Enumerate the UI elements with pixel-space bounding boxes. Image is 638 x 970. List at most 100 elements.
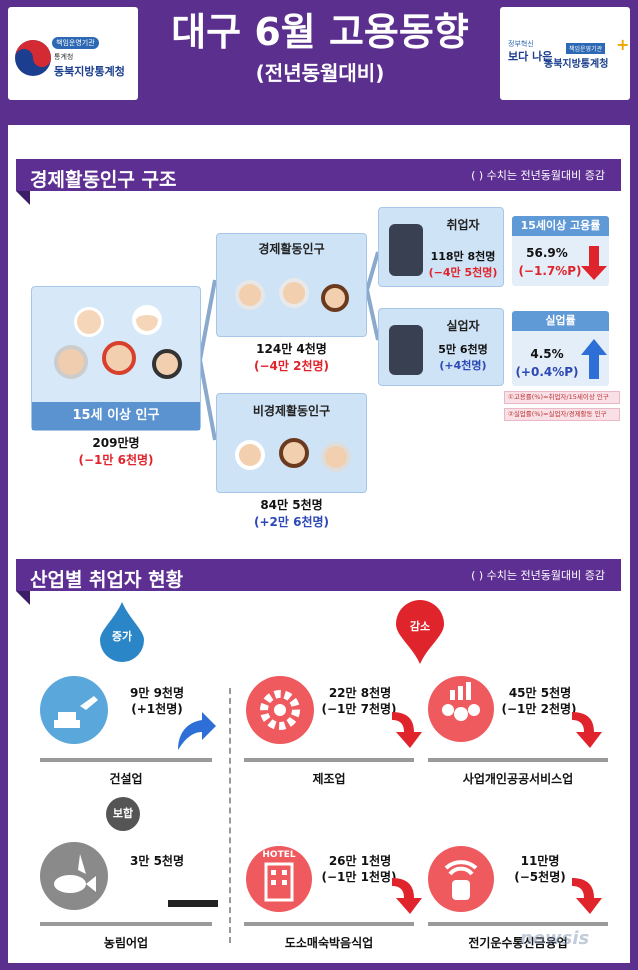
utilities-baseline <box>428 922 608 926</box>
wholesale-baseline <box>244 922 414 926</box>
emp-rate-card: 15세이상 고용률 56.9% (−1.7%P) <box>512 216 609 286</box>
section1-title: 경제활동인구 구조 <box>30 169 177 191</box>
logo-left: 책임운영기관 통계청 동북지방통계청 <box>8 7 138 100</box>
manufacturing-value: 22만 8천명 <box>328 686 392 700</box>
unemployed-change: (+4천명) <box>439 359 487 372</box>
construction-value: 9만 9천명 <box>130 686 184 700</box>
utilities-down-arrow-icon <box>572 878 602 914</box>
unemp-rate-label: 실업률 <box>512 311 609 331</box>
section1-note: ( ) 수치는 전년동월대비 증감 <box>471 169 605 182</box>
unemp-rate-formula: ②실업률(%)=실업자/경제활동 인구 <box>504 408 620 421</box>
hotel-icon: HOTEL <box>246 846 312 912</box>
services-value: 45만 5천명 <box>508 686 572 700</box>
logo-right-tag: 책임운영기관 <box>566 43 606 54</box>
employed-people-icon <box>389 224 423 276</box>
worker-avatar <box>235 280 265 310</box>
people-chart-icon <box>428 676 494 742</box>
elder-avatar <box>54 345 88 379</box>
services-baseline <box>428 758 608 762</box>
inactive-change: (+2만 6천명) <box>253 515 330 529</box>
inactive-label: 비경제활동인구 <box>252 404 331 418</box>
page-title: 대구 6월 고용동향 <box>171 10 469 54</box>
section1-fold <box>16 191 30 205</box>
agriculture-name: 농림어업 <box>103 936 149 950</box>
page-subtitle: (전년동월대비) <box>255 61 385 85</box>
employed-box: 취업자 118만 8천명 (−4만 5천명) <box>378 207 504 287</box>
logo-left-small: 통계청 <box>54 53 74 61</box>
vertical-divider <box>229 688 231 943</box>
construction-up-arrow-icon <box>178 712 216 750</box>
retiree-avatar <box>321 442 351 472</box>
logo-left-name: 동북지방통계청 <box>54 65 125 78</box>
fish-vegetable-icon <box>40 842 108 910</box>
unemp-rate-value: 4.5% <box>530 347 564 361</box>
painter-avatar <box>102 341 136 375</box>
construction-baseline <box>40 758 212 762</box>
active-label: 경제활동인구 <box>258 242 325 256</box>
plus-icon: + <box>616 35 630 54</box>
emp-rate-change: (−1.7%P) <box>518 264 582 278</box>
emp-rate-formula: ①고용률(%)=취업자/15세이상 인구 <box>504 391 620 404</box>
pop15-box: 15세 이상 인구 <box>31 286 201 431</box>
section2-note: ( ) 수치는 전년동월대비 증감 <box>471 569 605 582</box>
utilities-change: (−5천명) <box>514 870 566 884</box>
services-name: 사업개인공공서비스업 <box>462 772 574 786</box>
agriculture-baseline <box>40 922 212 926</box>
wholesale-down-arrow-icon <box>392 878 422 914</box>
up-arrow-icon <box>581 339 607 379</box>
unemployed-value: 5만 6천명 <box>438 343 488 356</box>
unemp-rate-card: 실업률 4.5% (+0.4%P) <box>512 311 609 386</box>
tag-decrease: 감소 <box>409 620 431 633</box>
manufacturing-down-arrow-icon <box>392 712 422 748</box>
construction-name: 건설업 <box>109 772 143 786</box>
logo-right: 정부혁신 보다 나은 책임운영기관 동북지방통계청 + <box>500 7 630 100</box>
gear-icon <box>246 676 314 744</box>
inactive-value: 84만 5천명 <box>260 498 323 512</box>
unemp-rate-change: (+0.4%P) <box>515 365 579 379</box>
nurse-avatar <box>74 307 104 337</box>
logo-right-slogan2: 보다 나은 <box>508 50 553 63</box>
mother-avatar <box>279 438 309 468</box>
section2-fold <box>16 591 30 605</box>
operator-avatar <box>321 284 349 312</box>
taegeuk-emblem-icon <box>15 40 51 76</box>
graduate-avatar <box>152 349 182 379</box>
tag-flat: 보합 <box>106 797 140 831</box>
tag-increase: 증가 <box>111 630 133 643</box>
employed-value: 118만 8천명 <box>430 250 496 263</box>
employed-change: (−4만 5천명) <box>428 266 498 279</box>
logo-right-slogan1: 정부혁신 <box>508 40 534 48</box>
officer-avatar <box>279 278 309 308</box>
pop15-label: 15세 이상 인구 <box>32 402 200 430</box>
header-title: 대구 6월 고용동향 (전년동월대비) <box>150 4 490 86</box>
manufacturing-baseline <box>244 758 414 762</box>
pop15-value: 209만명 <box>92 436 140 450</box>
services-change: (−1만 2천명) <box>501 702 577 716</box>
phone-wifi-icon <box>428 846 494 912</box>
active-change: (−4만 2천명) <box>253 359 330 373</box>
employed-label: 취업자 <box>446 218 480 232</box>
pop15-change: (−1만 6천명) <box>78 453 154 467</box>
utilities-value: 11만명 <box>520 854 560 868</box>
flat-dash <box>168 900 218 907</box>
increase-drop-icon <box>100 602 144 662</box>
section1-bar: 경제활동인구 구조 ( ) 수치는 전년동월대비 증감 <box>16 159 621 191</box>
inactive-box: 비경제활동인구 <box>216 393 367 493</box>
unemployed-people-icon <box>389 325 423 375</box>
watermark: newsis <box>520 928 590 949</box>
construction-change: (+1천명) <box>131 702 183 716</box>
down-arrow-icon <box>581 246 607 280</box>
agriculture-value: 3만 5천명 <box>130 854 184 868</box>
construction-icon <box>40 676 108 744</box>
emp-rate-label: 15세이상 고용률 <box>512 216 609 236</box>
chef-avatar <box>132 305 162 335</box>
wholesale-change: (−1만 1천명) <box>321 870 397 884</box>
services-down-arrow-icon <box>572 712 602 748</box>
unemployed-box: 실업자 5만 6천명 (+4천명) <box>378 308 504 386</box>
utilities-name: 전기운수통신금융업 <box>468 936 568 950</box>
unemployed-label: 실업자 <box>446 319 480 333</box>
logo-right-name: 동북지방통계청 <box>544 59 609 70</box>
manufacturing-name: 제조업 <box>312 772 346 786</box>
decrease-drop-icon <box>396 600 444 664</box>
hotel-sign: HOTEL <box>262 850 296 860</box>
